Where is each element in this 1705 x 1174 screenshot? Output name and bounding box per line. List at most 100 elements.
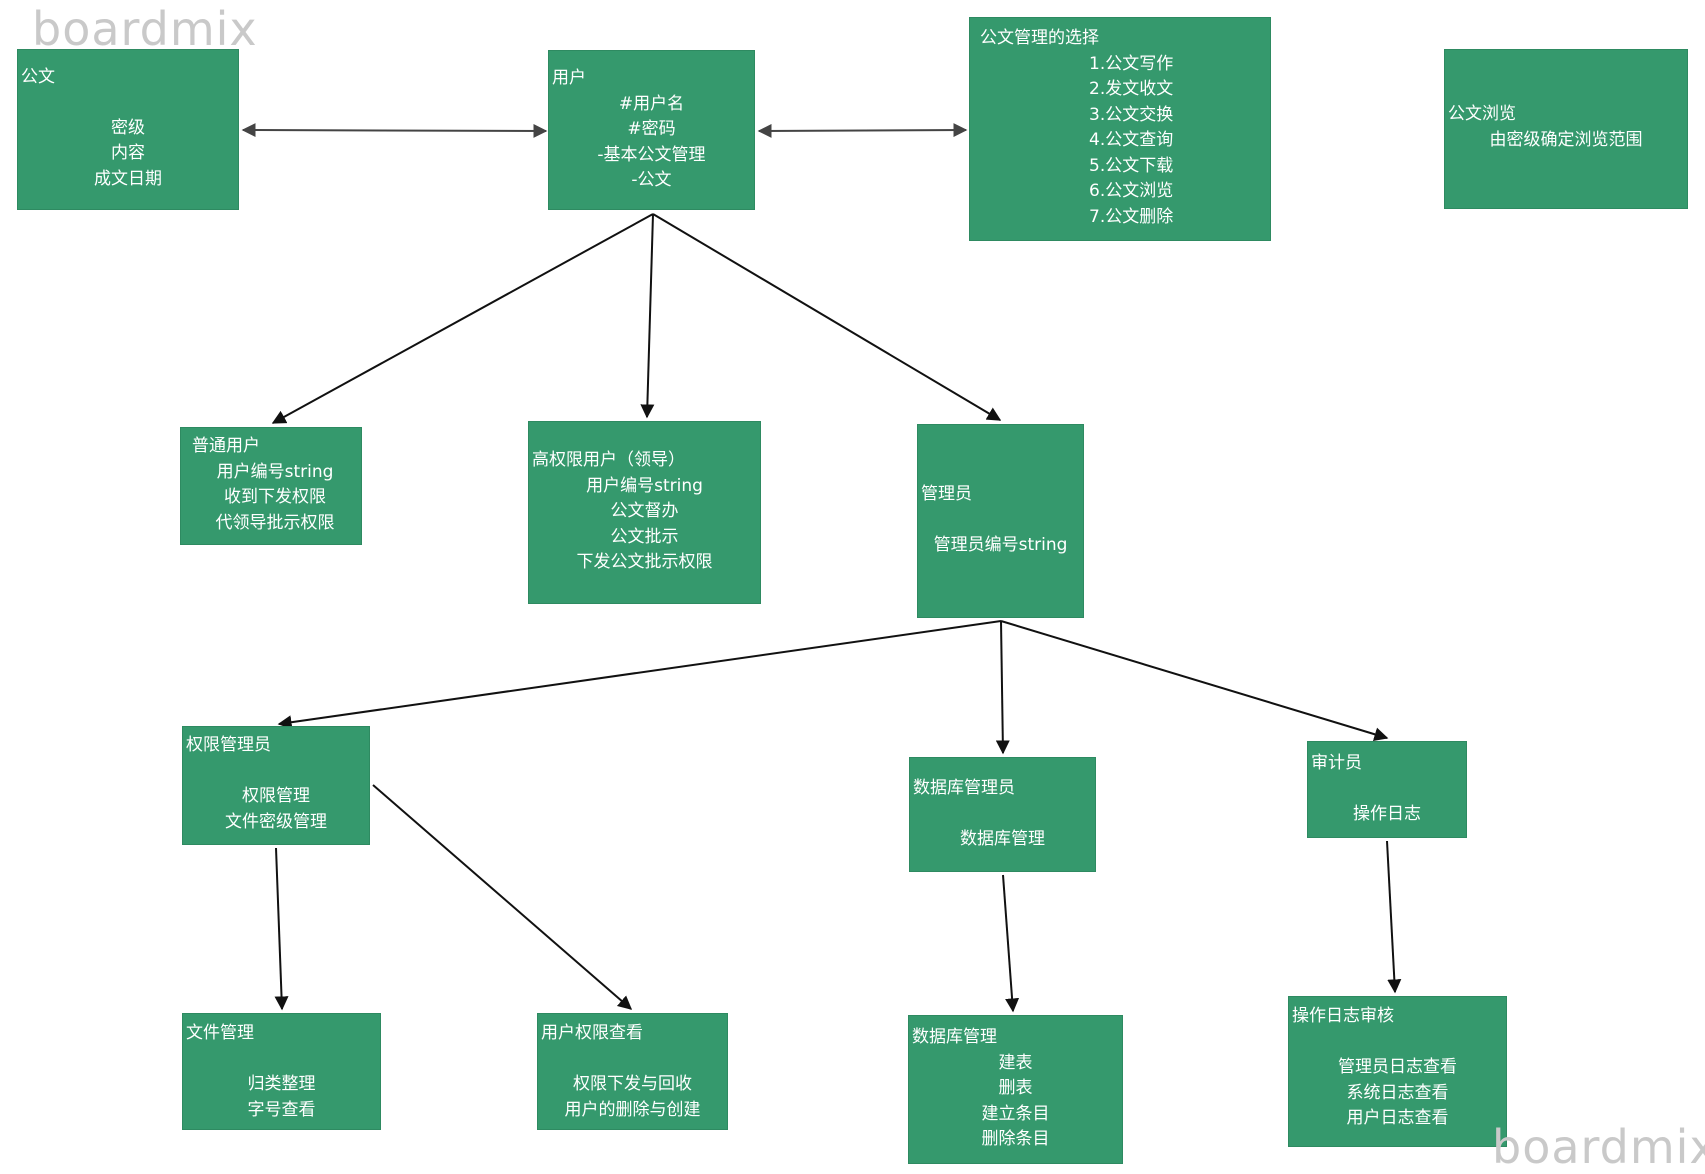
node-title: 公文浏览	[1448, 104, 1516, 124]
node-title: 数据库管理员	[913, 778, 1015, 798]
edge-yonghu-xuanze	[757, 123, 968, 138]
node-lines: 管理员编号string	[921, 508, 1080, 559]
node-line: 代领导批示权限	[215, 512, 335, 533]
edge-guanliyuan-shujuku	[995, 620, 1010, 755]
node-line	[1311, 777, 1463, 803]
node-line: 成文日期	[94, 168, 162, 189]
node-line: 管理员日志查看	[1338, 1057, 1457, 1077]
node-title: 文件管理	[186, 1023, 254, 1043]
edge-shujuku-shujukuguanli	[1002, 874, 1020, 1013]
node-line	[921, 508, 1080, 534]
node-privileged-user[interactable]: 高权限用户（领导） 用户编号string 公文督办 公文批示 下发公文批示权限	[528, 421, 761, 604]
edge-guanliyuan-quanxian	[277, 620, 1002, 730]
node-line: -公文	[631, 170, 672, 190]
edge-yonghu-gaoquanxian	[640, 213, 655, 419]
edge-gongwen-yonghu	[241, 123, 548, 138]
node-line: 5.公文下载	[1089, 155, 1174, 176]
node-line: 字号查看	[247, 1099, 316, 1120]
edge-quanxian-yonghuquanxian	[372, 784, 633, 1010]
node-regular-user[interactable]: 普通用户 用户编号string 收到下发权限 代领导批示权限	[180, 427, 362, 545]
node-lines: 权限管理 文件密级管理	[186, 759, 366, 836]
node-line: 7.公文删除	[1089, 206, 1174, 227]
edge-guanliyuan-shenji	[1000, 620, 1389, 742]
node-line: 下发公文批示权限	[576, 552, 713, 572]
node-line: 建表	[998, 1052, 1033, 1073]
node-line: 6.公文浏览	[1089, 181, 1174, 201]
node-title: 用户	[552, 68, 586, 88]
node-lines: 数据库管理	[913, 802, 1092, 853]
node-line: 2.发文收文	[1089, 79, 1174, 99]
edge-shenji-rizhi	[1386, 840, 1402, 994]
node-document-browse[interactable]: 公文浏览 由密级确定浏览范围	[1444, 49, 1688, 209]
node-line: 用户编号string	[586, 475, 703, 496]
node-gongwen[interactable]: 公文 密级 内容 成文日期	[17, 49, 239, 210]
node-line: 管理员编号string	[933, 535, 1068, 555]
node-line: 用户日志查看	[1346, 1108, 1449, 1128]
node-line	[541, 1047, 724, 1073]
node-line: 归类整理	[247, 1074, 316, 1094]
node-user-permission-view[interactable]: 用户权限查看 权限下发与回收 用户的删除与创建	[537, 1013, 728, 1130]
node-lines: 归类整理 字号查看	[186, 1047, 377, 1124]
node-auditor[interactable]: 审计员 操作日志	[1307, 741, 1467, 838]
node-lines: 密级 内容 成文日期	[21, 116, 235, 193]
node-line	[186, 759, 366, 785]
edge-yonghu-guanliyuan	[652, 213, 1002, 421]
node-line: 由密级确定浏览范围	[1489, 129, 1643, 150]
node-lines: 建表 删表 建立条目 删除条目	[912, 1051, 1119, 1153]
node-database-management[interactable]: 数据库管理 建表 删表 建立条目 删除条目	[908, 1015, 1123, 1164]
node-lines: 权限下发与回收 用户的删除与创建	[541, 1047, 724, 1124]
node-title: 公文	[21, 67, 55, 87]
node-line: 4.公文查询	[1089, 130, 1174, 150]
node-line: 密级	[111, 117, 145, 138]
node-document-options[interactable]: 公文管理的选择 1.公文写作 2.发文收文 3.公文交换 4.公文查询 5.公文…	[969, 17, 1271, 241]
node-title: 普通用户	[192, 436, 260, 456]
node-administrator[interactable]: 管理员 管理员编号string	[917, 424, 1084, 618]
node-line: 数据库管理	[960, 829, 1045, 849]
node-lines: 用户编号string 收到下发权限 代领导批示权限	[192, 460, 358, 537]
node-line: 文件密级管理	[225, 811, 327, 832]
node-title: 权限管理员	[186, 735, 271, 755]
node-line: 1.公文写作	[1089, 53, 1174, 74]
node-title: 审计员	[1311, 753, 1362, 773]
node-line: -基本公文管理	[597, 144, 706, 165]
node-line: #密码	[627, 119, 676, 139]
node-title: 数据库管理	[912, 1027, 997, 1047]
node-database-admin[interactable]: 数据库管理员 数据库管理	[909, 757, 1096, 872]
node-permission-admin[interactable]: 权限管理员 权限管理 文件密级管理	[182, 726, 370, 845]
node-log-audit[interactable]: 操作日志审核 管理员日志查看 系统日志查看 用户日志查看	[1288, 996, 1507, 1147]
node-line: 系统日志查看	[1346, 1082, 1449, 1103]
node-line: 内容	[111, 143, 145, 163]
node-line: 3.公文交换	[1089, 104, 1174, 125]
node-line: 删除条目	[981, 1129, 1050, 1149]
node-line	[1292, 1030, 1503, 1056]
node-line: 收到下发权限	[224, 487, 326, 507]
node-line: 公文批示	[610, 526, 679, 547]
node-yonghu[interactable]: 用户 #用户名 #密码 -基本公文管理 -公文	[548, 50, 755, 210]
node-line: 用户编号string	[216, 461, 334, 482]
node-line: 权限下发与回收	[573, 1074, 692, 1094]
node-line: 建立条目	[981, 1103, 1050, 1124]
watermark-bottom: boardmix	[1492, 1120, 1705, 1174]
node-title: 高权限用户（领导）	[532, 450, 685, 470]
node-line	[186, 1047, 377, 1073]
node-line: #用户名	[618, 93, 685, 114]
node-title: 管理员	[921, 484, 972, 504]
node-title: 操作日志审核	[1292, 1006, 1394, 1026]
node-lines: 用户编号string 公文督办 公文批示 下发公文批示权限	[532, 474, 757, 576]
node-lines: 1.公文写作 2.发文收文 3.公文交换 4.公文查询 5.公文下载 6.公文浏…	[980, 52, 1267, 231]
node-lines: #用户名 #密码 -基本公文管理 -公文	[552, 92, 751, 194]
watermark-top: boardmix	[32, 2, 258, 56]
edge-quanxian-wenjian	[274, 847, 289, 1011]
node-file-management[interactable]: 文件管理 归类整理 字号查看	[182, 1013, 381, 1130]
node-lines: 管理员日志查看 系统日志查看 用户日志查看	[1292, 1030, 1503, 1132]
edge-yonghu-putong	[271, 213, 654, 424]
node-title: 用户权限查看	[541, 1023, 643, 1043]
node-title: 公文管理的选择	[980, 28, 1099, 48]
node-line: 用户的删除与创建	[564, 1099, 701, 1120]
node-line: 权限管理	[242, 786, 310, 806]
node-line: 公文督办	[610, 501, 679, 521]
node-line	[913, 802, 1092, 828]
node-lines: 由密级确定浏览范围	[1448, 128, 1684, 154]
node-line: 操作日志	[1353, 804, 1421, 824]
node-line: 删表	[998, 1078, 1033, 1098]
